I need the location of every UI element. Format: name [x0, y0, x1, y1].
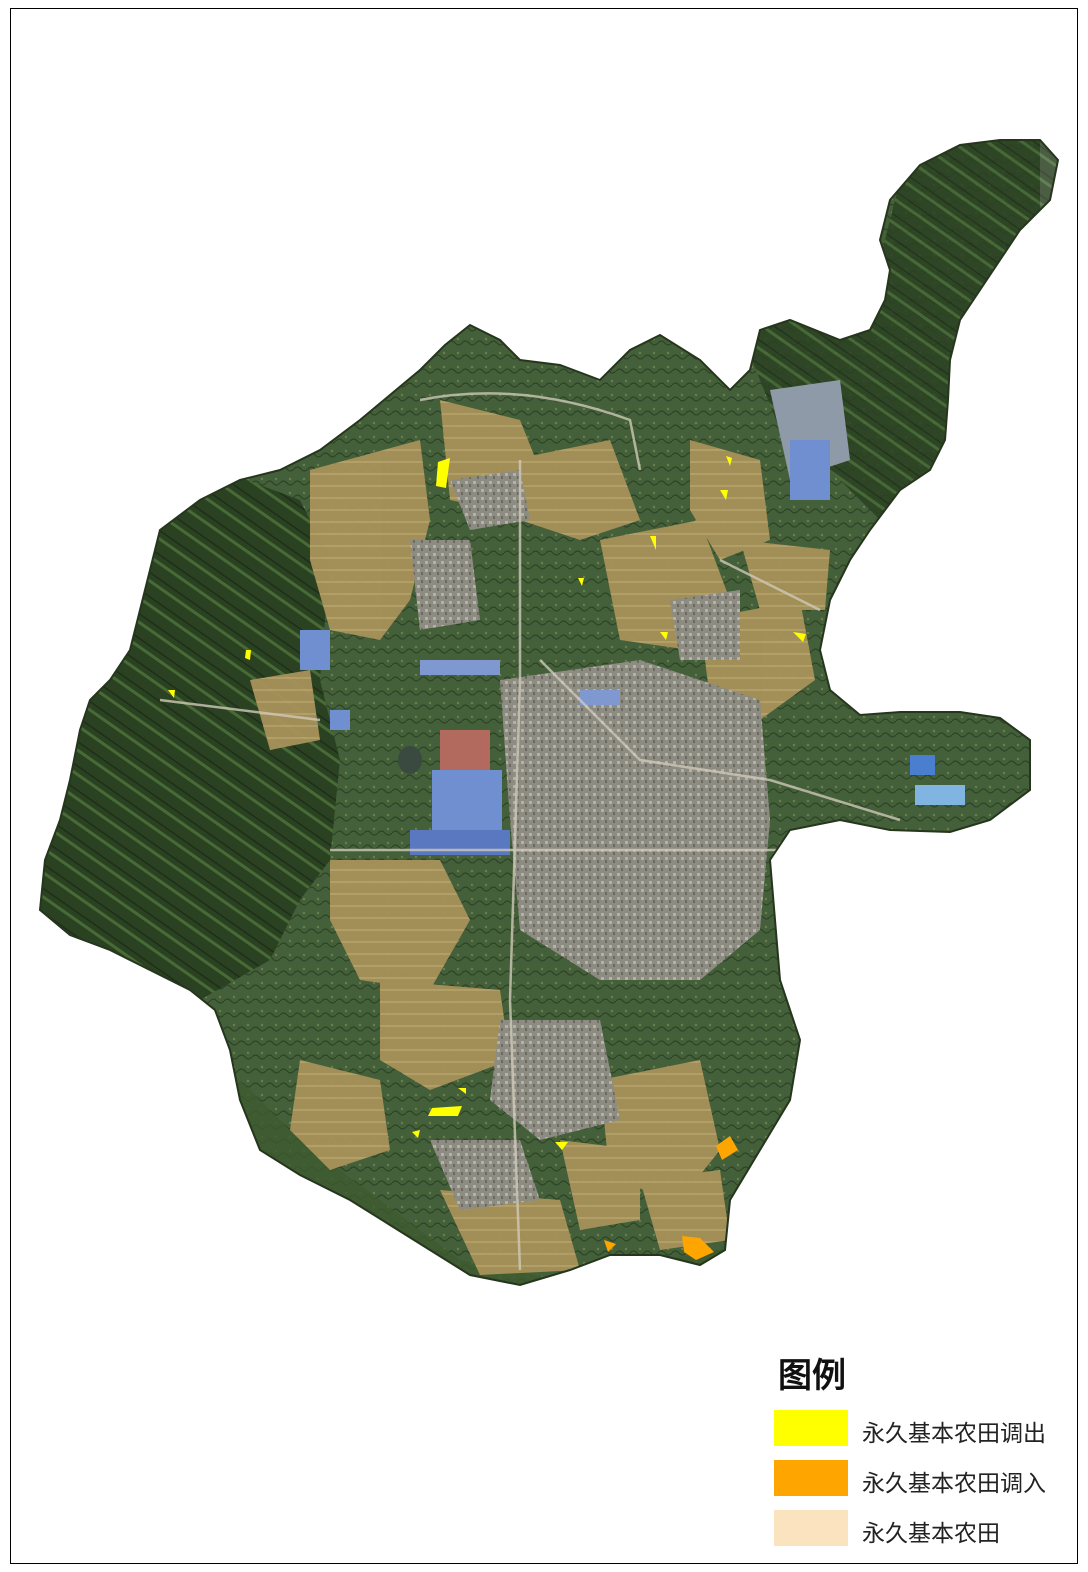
roads [159, 392, 901, 1271]
legend: 图例 永久基本农田调出 永久基本农田调入 永久基本农田 [772, 1348, 1072, 1564]
legend-label-farmland-out: 永久基本农田调出 [862, 1421, 1046, 1447]
legend-swatch-farmland-out [774, 1410, 848, 1446]
legend-swatch-farmland-in [774, 1460, 848, 1496]
pond [398, 746, 422, 774]
industrial-blocks [300, 440, 965, 855]
legend-item-farmland: 永久基本农田 [772, 1510, 1072, 1550]
farmland-in-parcels [604, 1136, 738, 1260]
region-outline [40, 140, 1058, 1285]
farmland-out-parcels [168, 456, 806, 1150]
legend-label-farmland: 永久基本农田 [862, 1521, 1000, 1547]
legend-item-farmland-in: 永久基本农田调入 [772, 1460, 1072, 1500]
legend-title: 图例 [778, 1356, 846, 1396]
legend-item-farmland-out: 永久基本农田调出 [772, 1410, 1072, 1450]
legend-swatch-farmland [774, 1510, 848, 1546]
legend-label-farmland-in: 永久基本农田调入 [862, 1471, 1046, 1497]
